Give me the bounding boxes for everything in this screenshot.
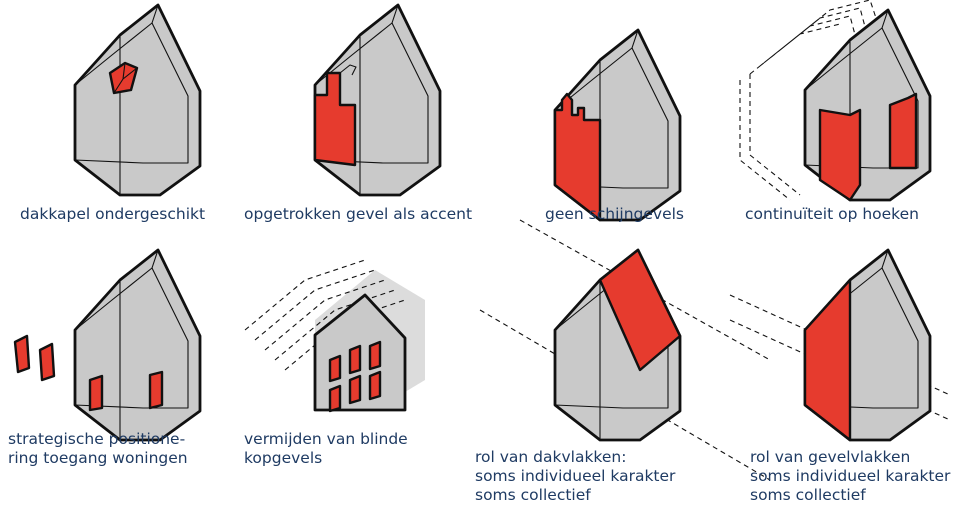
house-corner-continuity [739,0,932,202]
house-facade-planes [729,248,951,442]
caption-line: soms collectief [750,486,866,504]
caption-line: soms individueel karakter [475,467,676,485]
caption-roof-planes: rol van dakvlakken: soms individueel kar… [475,448,675,505]
caption-line: kopgevels [244,449,323,467]
house-entrance-positioning [73,248,202,442]
caption-line: rol van gevelvlakken [750,448,911,466]
caption-line: strategische positione- [8,430,186,448]
caption-corner-continuity: continuïteit op hoeken [745,205,919,223]
caption-no-fake-gables: geen schijngevels [545,205,684,223]
caption-blind-gables: vermijden van blinde kopgevels [244,430,408,468]
house-no-blind-gables [244,259,425,413]
house-dormer [73,3,202,197]
caption-entrance-positioning: strategische positione- ring toegang won… [8,430,188,468]
house-raised-facade [313,3,442,197]
caption-line: vermijden van blinde [244,430,408,448]
house-roof-planes [479,219,771,481]
caption-line: soms individueel karakter [750,467,951,485]
caption-facade-planes: rol van gevelvlakken soms individueel ka… [750,448,950,505]
caption-line: soms collectief [475,486,591,504]
detached-entrances [13,334,56,382]
caption-line: ring toegang woningen [8,449,188,467]
caption-raised-facade: opgetrokken gevel als accent [244,205,473,223]
caption-dormer: dakkapel ondergeschikt [20,205,206,223]
caption-line: rol van dakvlakken: [475,448,627,466]
house-no-fake-gables [553,28,682,222]
